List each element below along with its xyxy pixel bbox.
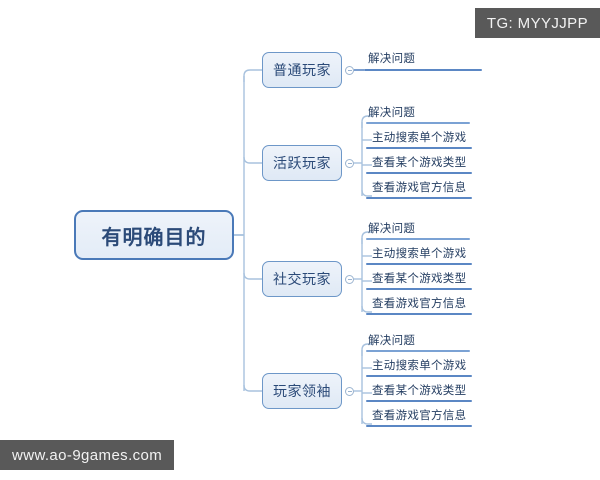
leaf-rule-1-2	[366, 172, 472, 174]
leaf-2-1[interactable]: 主动搜索单个游戏	[372, 248, 467, 260]
branch-node-2[interactable]: 社交玩家	[262, 261, 342, 297]
leaf-rule-1-1	[366, 147, 472, 149]
leaf-2-2[interactable]: 查看某个游戏类型	[372, 273, 467, 285]
root-node[interactable]: 有明确目的	[74, 210, 234, 260]
leaf-3-1[interactable]: 主动搜索单个游戏	[372, 360, 467, 372]
leaf-rule-1-3	[366, 197, 472, 199]
leaf-1-3[interactable]: 查看游戏官方信息	[372, 182, 467, 194]
leaf-3-0[interactable]: 解决问题	[368, 335, 416, 347]
root-node-label: 有明确目的	[101, 226, 207, 249]
collapse-toggle-icon-3[interactable]	[345, 386, 354, 396]
branch-node-1[interactable]: 活跃玩家	[262, 145, 342, 181]
branch-node-1-label: 活跃玩家	[273, 155, 331, 171]
leaf-rule-2-0	[366, 238, 470, 240]
leaf-3-2[interactable]: 查看某个游戏类型	[372, 385, 467, 397]
leaf-rule-3-3	[366, 425, 472, 427]
leaf-3-3[interactable]: 查看游戏官方信息	[372, 410, 467, 422]
leaf-1-2[interactable]: 查看某个游戏类型	[372, 157, 467, 169]
leaf-rule-3-0	[366, 350, 470, 352]
leaf-rule-2-2	[366, 288, 472, 290]
leaf-rule-3-1	[366, 375, 472, 377]
leaf-rule-1-0	[366, 122, 470, 124]
branch-node-0-label: 普通玩家	[273, 62, 331, 78]
telegram-watermark: TG: MYYJJPP	[474, 8, 600, 38]
leaf-rule-2-1	[366, 263, 472, 265]
collapse-toggle-icon-0[interactable]	[345, 65, 354, 75]
leaf-rule-0-0	[364, 69, 482, 71]
collapse-toggle-icon-1[interactable]	[345, 158, 354, 168]
leaf-rule-2-3	[366, 313, 472, 315]
leaf-2-0[interactable]: 解决问题	[368, 223, 416, 235]
leaf-1-1[interactable]: 主动搜索单个游戏	[372, 132, 467, 144]
collapse-toggle-icon-2[interactable]	[345, 274, 354, 284]
leaf-1-0[interactable]: 解决问题	[368, 107, 416, 119]
branch-node-0[interactable]: 普通玩家	[262, 52, 342, 88]
branch-node-3[interactable]: 玩家领袖	[262, 373, 342, 409]
leaf-0-0[interactable]: 解决问题	[368, 53, 416, 65]
leaf-2-3[interactable]: 查看游戏官方信息	[372, 298, 467, 310]
leaf-rule-3-2	[366, 400, 472, 402]
branch-node-2-label: 社交玩家	[273, 271, 331, 287]
website-watermark: www.ao-9games.com	[0, 440, 175, 470]
branch-node-3-label: 玩家领袖	[273, 383, 331, 399]
